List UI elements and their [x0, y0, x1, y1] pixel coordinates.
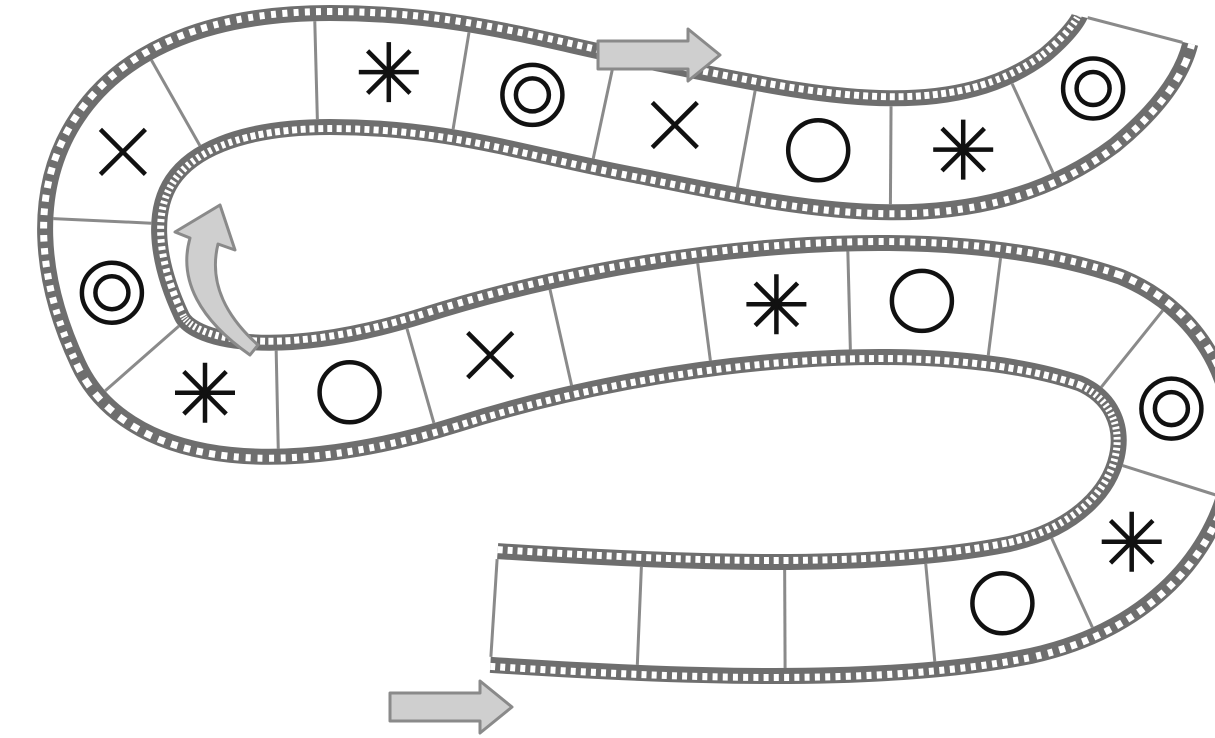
frame-8-circle[interactable]: [873, 252, 971, 350]
asterisk-icon: [175, 363, 235, 423]
frame-hit-area[interactable]: [809, 568, 907, 666]
frame-hit-area[interactable]: [873, 252, 971, 350]
frame-hit-area[interactable]: [63, 244, 161, 342]
frame-14-double-circle[interactable]: [63, 244, 161, 342]
frame-3-blank[interactable]: [809, 568, 907, 666]
frame-20-circle[interactable]: [769, 101, 867, 199]
frame-1-blank[interactable]: [518, 563, 616, 661]
frame-12-circle[interactable]: [301, 343, 399, 441]
frame-hit-area[interactable]: [769, 101, 867, 199]
frame-divider: [276, 351, 278, 449]
frame-22-double-circle[interactable]: [1044, 40, 1142, 138]
frame-21-asterisk[interactable]: [914, 101, 1012, 199]
frame-9-asterisk[interactable]: [727, 255, 825, 353]
frame-hit-area[interactable]: [301, 343, 399, 441]
frame-hit-area[interactable]: [663, 569, 761, 667]
frame-2-blank[interactable]: [663, 569, 761, 667]
frame-11-cross[interactable]: [441, 306, 539, 404]
frame-7-blank[interactable]: [1017, 271, 1115, 369]
asterisk-icon: [746, 274, 806, 334]
frame-16-blank[interactable]: [195, 29, 293, 127]
asterisk-icon: [933, 120, 993, 180]
asterisk-icon: [359, 42, 419, 102]
arrow-right-icon: [390, 681, 512, 733]
frame-10-blank[interactable]: [583, 274, 681, 372]
frame-18-double-circle[interactable]: [483, 46, 581, 144]
frame-17-asterisk[interactable]: [340, 23, 438, 121]
frame-13-asterisk[interactable]: [156, 344, 254, 442]
frame-hit-area[interactable]: [1017, 271, 1115, 369]
frame-hit-area[interactable]: [953, 554, 1051, 652]
asterisk-icon: [1102, 512, 1162, 572]
frame-hit-area[interactable]: [583, 274, 681, 372]
frame-5-asterisk[interactable]: [1083, 493, 1181, 591]
frame-hit-area[interactable]: [1044, 40, 1142, 138]
frame-hit-area[interactable]: [483, 46, 581, 144]
frame-hit-area[interactable]: [518, 563, 616, 661]
frame-hit-area[interactable]: [195, 29, 293, 127]
frame-6-double-circle[interactable]: [1122, 360, 1215, 458]
frame-divider: [890, 106, 891, 204]
frame-19-cross[interactable]: [626, 76, 724, 174]
frame-15-cross[interactable]: [74, 103, 172, 201]
frame-4-circle[interactable]: [953, 554, 1051, 652]
arrow-bottom-right: [390, 681, 512, 733]
